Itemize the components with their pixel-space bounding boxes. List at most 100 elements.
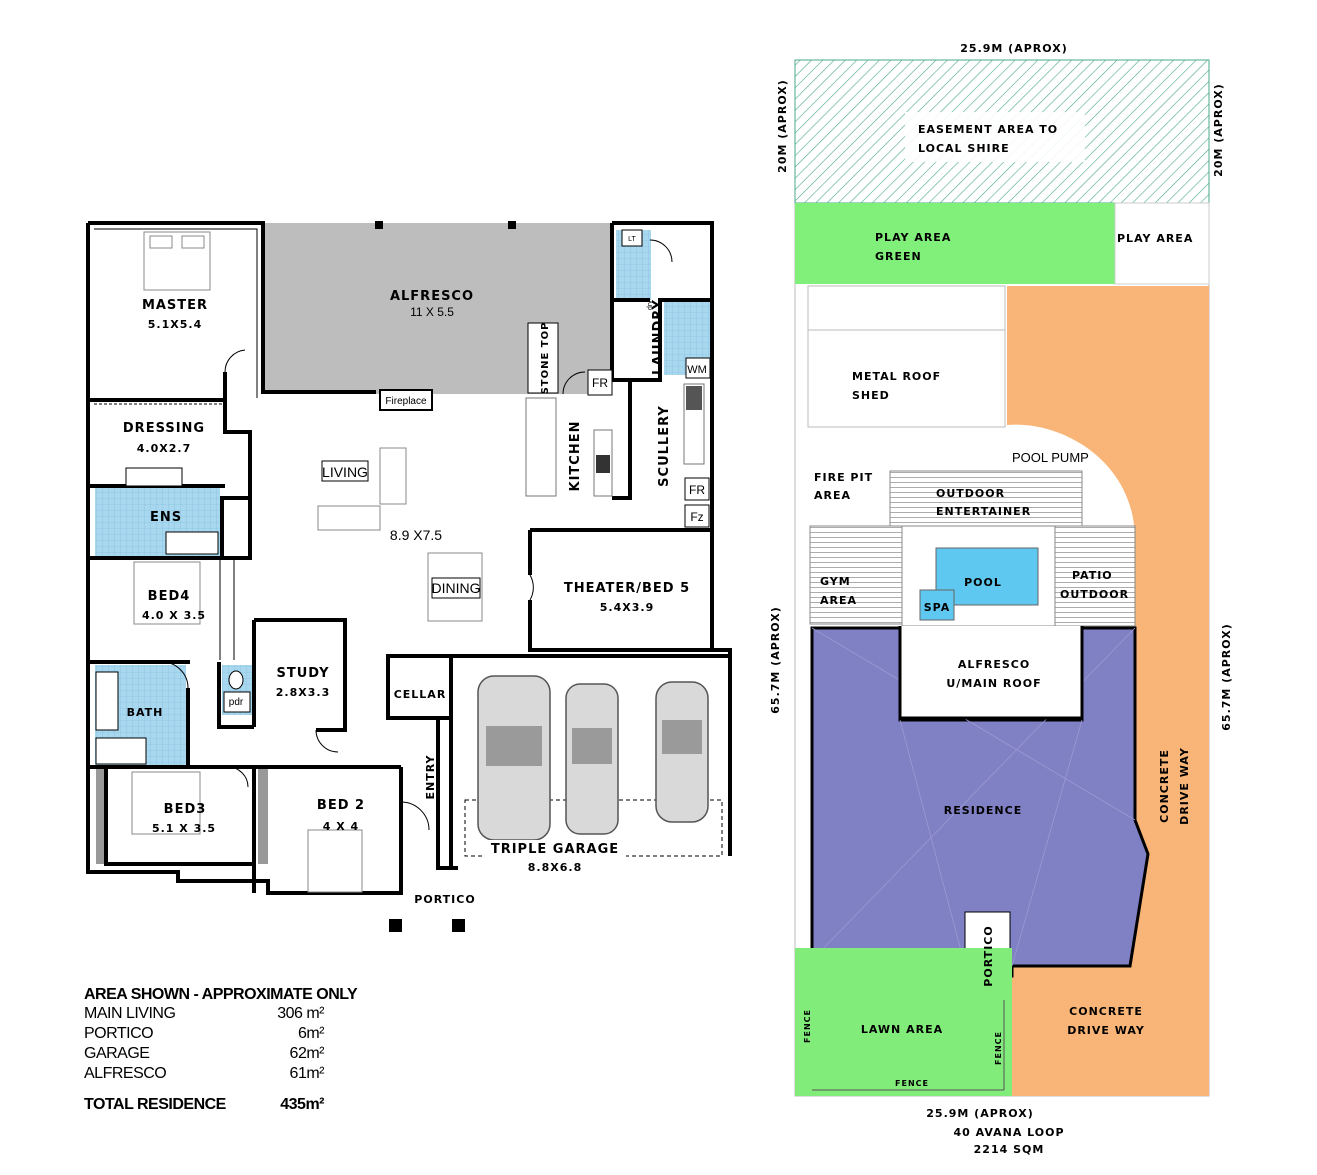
dim-left-main: 65.7M (APROX) (769, 606, 782, 713)
room-bed3-size: 5.1 X 3.5 (152, 822, 216, 835)
fence-label-bottom: FENCE (895, 1079, 929, 1088)
spa (919, 589, 955, 621)
area-row-value: 62m² (289, 1045, 325, 1062)
bed3-bed (131, 771, 201, 835)
area-summary: AREA SHOWN - APPROXIMATE ONLY MAIN LIVIN… (84, 986, 414, 1114)
portico-post (389, 919, 402, 932)
area-summary-heading: AREA SHOWN - APPROXIMATE ONLY (84, 986, 358, 1003)
alfresco-site-label-line2: U/MAIN ROOF (946, 677, 1041, 690)
driveway-front-label-line2: DRIVE WAY (1067, 1024, 1145, 1037)
sofa (379, 447, 407, 505)
area-row-name: MAIN LIVING (84, 1005, 176, 1022)
area-row-value: 6m² (297, 1025, 325, 1042)
laundry-trough-label: LT (628, 236, 636, 243)
spa-label: SPA (924, 601, 951, 614)
bed3-side-wall (96, 768, 106, 864)
metal-roof-shed (807, 329, 1006, 428)
play-area-label: PLAY AREA (1117, 232, 1193, 245)
fridge-label: FR (592, 376, 608, 390)
room-dressing-size: 4.0X2.7 (137, 442, 191, 455)
dim-right-top: 20M (APROX) (1212, 83, 1225, 177)
bed2-side-wall (258, 768, 268, 864)
room-bed3-name: BED3 (164, 802, 207, 817)
garage-door-line (464, 799, 723, 857)
freezer-label: Fz (690, 510, 703, 524)
stone-top-bench (527, 322, 559, 394)
dim-left-top: 20M (APROX) (776, 79, 789, 173)
master-bed (143, 231, 211, 291)
outer-wall (86, 223, 403, 895)
garage-cars (477, 675, 709, 841)
room-ens-name: ENS (150, 510, 182, 525)
fence-label-left: FENCE (803, 1009, 812, 1043)
outdoor-label-line1: OUTDOOR (936, 487, 1005, 500)
room-living-size: 8.9 X7.5 (390, 527, 442, 543)
area-row: PORTICO 6m² (84, 1024, 414, 1044)
cooktop (596, 455, 610, 473)
pdr-toilet (228, 670, 244, 690)
study-wall (254, 618, 347, 732)
door-swing (400, 801, 430, 831)
bathtub (95, 671, 119, 731)
scullery-bench (683, 383, 705, 465)
door-swing (315, 729, 339, 753)
door-swing (227, 766, 249, 788)
door-swing (529, 574, 534, 601)
ens-vanity (125, 467, 183, 487)
bed4-bed (133, 561, 201, 625)
room-living-name: LIVING (322, 464, 368, 480)
patio-label-line2: OUTDOOR (1060, 588, 1129, 601)
theater-wall (528, 530, 712, 652)
kitchen-bench (593, 429, 613, 497)
room-bed2-name: BED 2 (317, 798, 365, 813)
area-row-value: 61m² (289, 1065, 325, 1082)
door-swing (161, 661, 189, 689)
play-green-label-line1: PLAY AREA (875, 231, 951, 244)
easement-label-line2: LOCAL SHIRE (918, 142, 1010, 155)
bath-vanity (95, 737, 147, 765)
area-row-name: ALFRESCO (84, 1065, 167, 1082)
fire-pit-label-line1: FIRE PIT (814, 471, 873, 484)
room-alfresco-name: ALFRESCO (390, 289, 474, 304)
portico-post (452, 919, 465, 932)
outdoor-label-line2: ENTERTAINER (936, 505, 1031, 518)
room-dressing-name: DRESSING (123, 421, 205, 436)
room-theater-size: 5.4X3.9 (600, 601, 654, 614)
kitchen-island (525, 397, 557, 497)
play-area (1114, 202, 1210, 285)
sofa (317, 505, 381, 531)
lawn-area (795, 948, 1012, 1096)
fence-label-right: FENCE (994, 1031, 1003, 1065)
car-windscreen (662, 720, 702, 754)
play-area-green (795, 203, 1115, 284)
room-study-size: 2.8X3.3 (276, 686, 330, 699)
inner-wall-line (94, 228, 258, 398)
alfresco-post (508, 221, 516, 229)
cellar-wall (386, 654, 453, 720)
washing-machine-box (685, 357, 711, 379)
pool-pump-label: POOL PUMP (1012, 450, 1089, 465)
room-bed4-size: 4.0 X 3.5 (142, 609, 206, 622)
room-bed4-name: BED4 (148, 589, 191, 604)
area-row-name: PORTICO (84, 1025, 154, 1042)
garage-label-bg (482, 840, 626, 858)
fridge-box (684, 477, 710, 501)
dim-right-main: 65.7M (APROX) (1220, 623, 1233, 730)
room-entry-name: ENTRY (424, 754, 437, 799)
dim-top: 25.9M (APROX) (960, 42, 1067, 55)
fire-pit-label-line2: AREA (814, 489, 851, 502)
car-windscreen (572, 728, 612, 764)
area-row-value: 306 m² (277, 1005, 324, 1022)
pdr-vanity (223, 691, 251, 713)
toilet-box (621, 229, 643, 247)
floor-plan: MASTER 5.1X5.4 ALFRESCO 11 X 5.5 DRESSIN… (86, 221, 732, 932)
alfresco-outline (898, 626, 1084, 720)
wall (104, 767, 254, 866)
easement-label-line1: EASEMENT AREA TO (918, 123, 1058, 136)
dim-bottom: 25.9M (APROX) (926, 1107, 1033, 1120)
room-laundry-name: LAUNDRY (651, 299, 666, 375)
alfresco-post (375, 221, 383, 229)
wall (88, 498, 252, 560)
lawn-label: LAWN AREA (861, 1023, 943, 1036)
